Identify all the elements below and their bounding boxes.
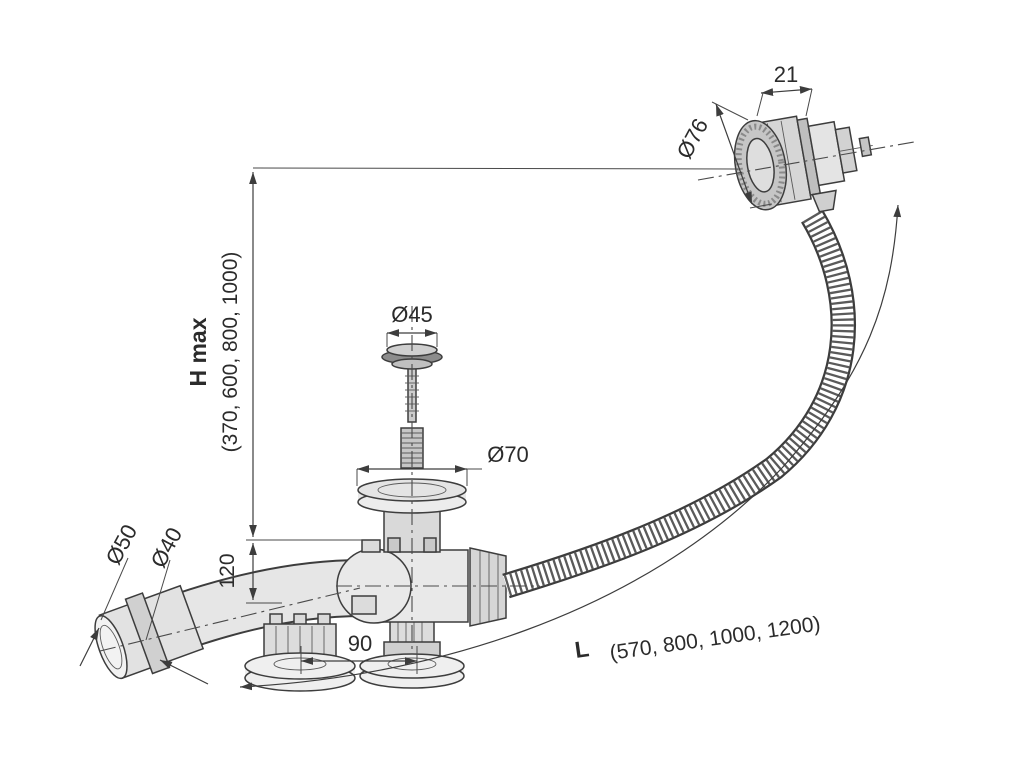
elbow-centerline bbox=[99, 587, 361, 652]
hose-union-nut bbox=[469, 547, 507, 627]
plug-diameter-label: Ø45 bbox=[391, 302, 433, 327]
trap-body bbox=[336, 539, 507, 627]
length-dimension-arc bbox=[239, 204, 902, 691]
overflow-cap bbox=[733, 115, 873, 213]
length-label: L bbox=[573, 635, 591, 663]
offset-90-label: 90 bbox=[348, 631, 372, 656]
outlet-outer-diameter-label: Ø50 bbox=[101, 520, 143, 568]
length-values-label: (570, 800, 1000, 1200) bbox=[608, 612, 822, 664]
outlet-inner-diameter-label: Ø40 bbox=[146, 523, 188, 571]
dimension-lines bbox=[79, 86, 902, 691]
cap-width-label: 21 bbox=[774, 62, 798, 87]
cap-screw bbox=[858, 136, 873, 158]
hmax-values-label: (370, 600, 800, 1000) bbox=[219, 252, 242, 453]
hmax-label: H max bbox=[185, 317, 211, 386]
offset-120-label: 120 bbox=[216, 553, 239, 588]
flange-diameter-label: Ø70 bbox=[487, 442, 529, 467]
corrugated-hose bbox=[502, 209, 856, 599]
cap-diameter-label: Ø76 bbox=[672, 114, 714, 162]
dimension-labels: 21 Ø76 Ø45 Ø70 Ø50 Ø40 H max (370, 600, … bbox=[101, 62, 822, 665]
